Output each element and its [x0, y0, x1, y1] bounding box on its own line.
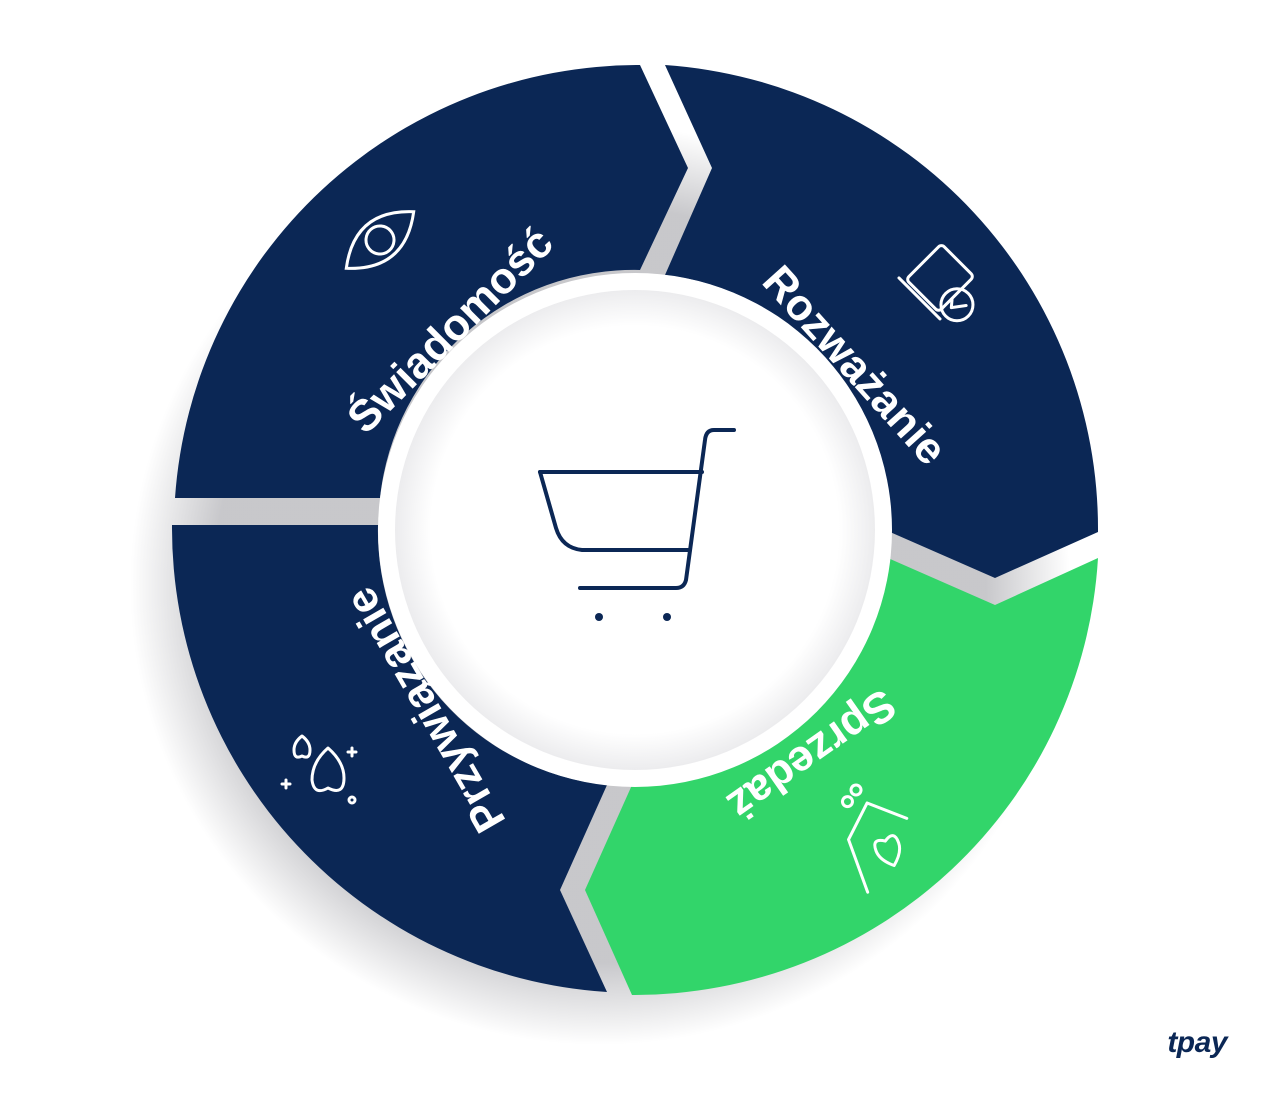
tpay-logo: tpay	[1167, 1026, 1227, 1059]
segment-awareness	[175, 64, 688, 499]
hub	[395, 290, 875, 770]
shopping-cart-icon	[538, 428, 736, 621]
segment-sale	[585, 558, 1098, 996]
hearts-sparkle-icon	[280, 734, 358, 805]
devices-check-icon	[897, 244, 975, 323]
hand-heart-icon	[840, 783, 909, 894]
segment-loyalty	[171, 525, 607, 992]
segment-consideration	[665, 65, 1099, 578]
eye-icon	[344, 210, 416, 270]
